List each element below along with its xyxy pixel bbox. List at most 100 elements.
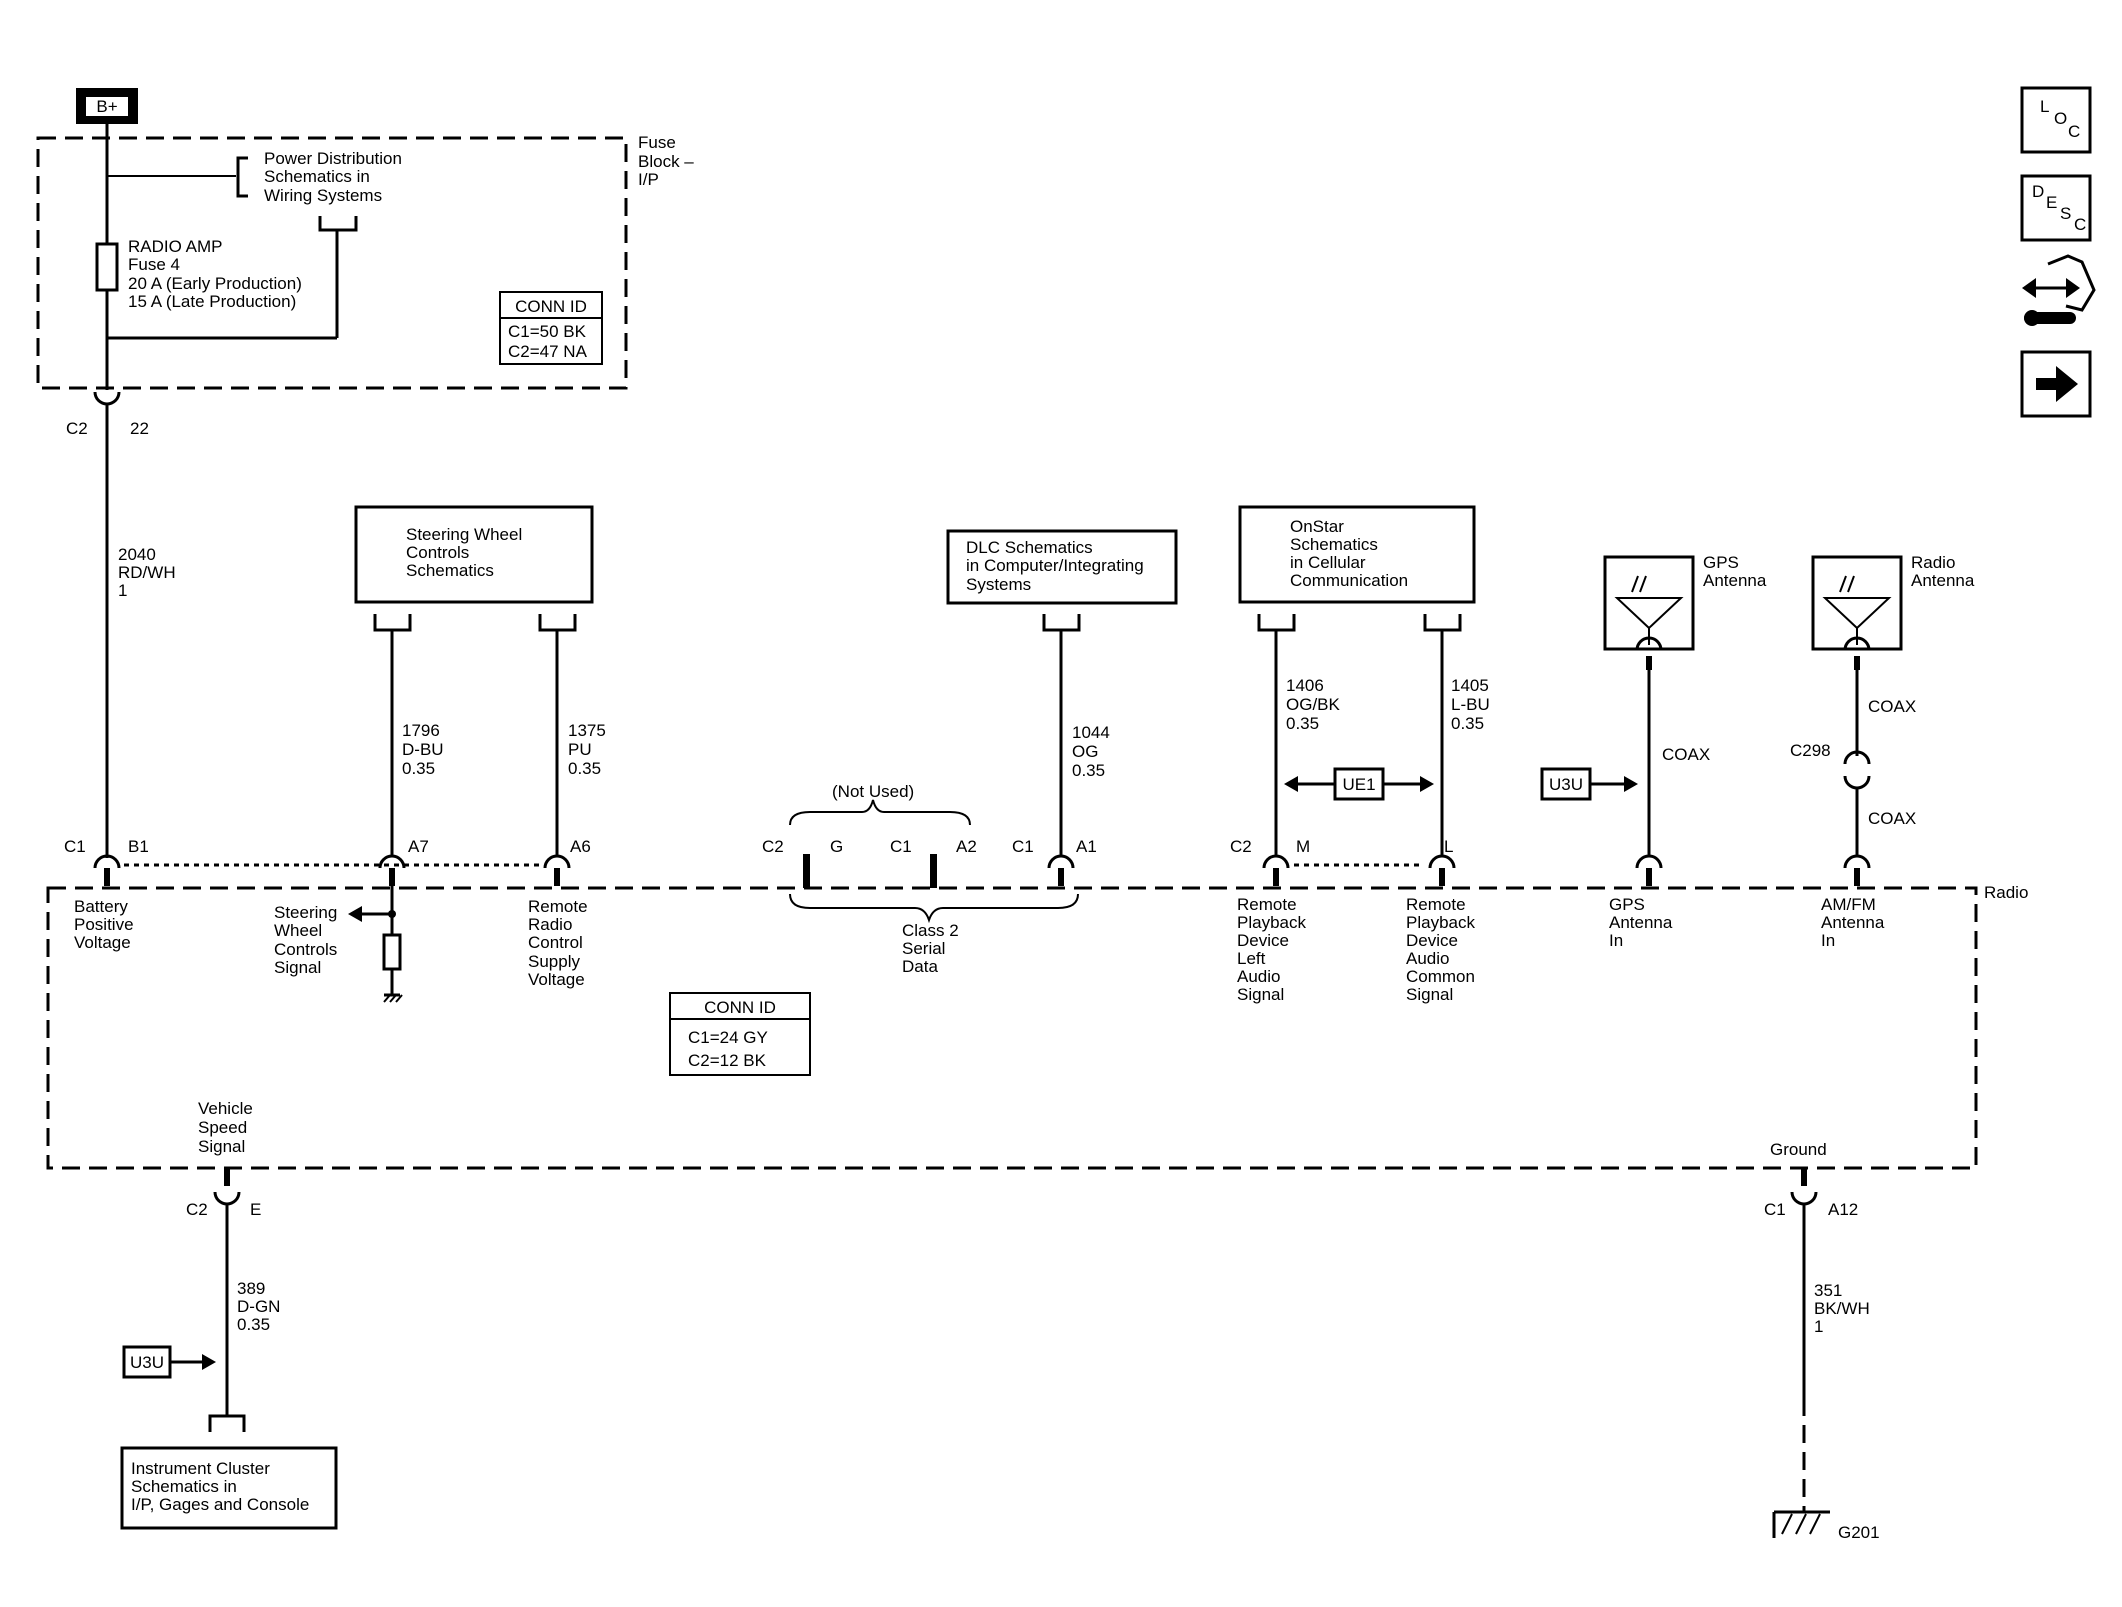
c298-label: C298 — [1790, 741, 1831, 760]
radio-module-label: Radio — [1984, 883, 2028, 902]
next-arrow-icon[interactable] — [2020, 350, 2092, 418]
svg-text:UE1: UE1 — [1342, 775, 1375, 794]
svg-text:C2: C2 — [762, 837, 784, 856]
svg-text:389: 389 — [237, 1279, 265, 1298]
svg-text:C1: C1 — [1012, 837, 1034, 856]
svg-text:E: E — [2046, 193, 2057, 212]
svg-text:O: O — [2054, 109, 2067, 128]
svg-text:C: C — [2068, 122, 2080, 141]
svg-text:Communication: Communication — [1290, 571, 1408, 590]
connector-tool-icon[interactable] — [2022, 254, 2096, 326]
svg-text:Controls: Controls — [406, 543, 469, 562]
ground-g201-symbol — [1772, 1510, 1830, 1538]
svg-text:Signal: Signal — [1237, 985, 1284, 1004]
svg-text:Antenna: Antenna — [1609, 913, 1673, 932]
svg-text:D-GN: D-GN — [237, 1297, 280, 1316]
svg-text:Positive: Positive — [74, 915, 134, 934]
class2-bracket — [789, 893, 1079, 924]
svg-text:C2=47 NA: C2=47 NA — [508, 342, 588, 361]
svg-text:E: E — [250, 1200, 261, 1219]
svg-text:GPS: GPS — [1609, 895, 1645, 914]
radio-conn-id — [669, 992, 811, 1076]
onstar-schematics-box[interactable] — [1238, 505, 1476, 604]
gps-antenna-label: GPS Antenna — [1703, 553, 1767, 590]
svg-text:Wheel: Wheel — [274, 921, 322, 940]
svg-text:in Cellular: in Cellular — [1290, 553, 1366, 572]
pin-a7-connector — [378, 854, 406, 886]
c1-a12-connector — [1790, 1191, 1818, 1206]
svg-text:Wiring Systems: Wiring Systems — [264, 186, 382, 205]
radio-antenna-label: Radio Antenna — [1911, 553, 1975, 590]
svg-text:D: D — [2032, 182, 2044, 201]
svg-text:1: 1 — [1814, 1317, 1823, 1336]
ground-pin-label: Ground — [1770, 1140, 1827, 1159]
fuse-block-conn-id — [499, 291, 603, 365]
svg-text:C2: C2 — [186, 1200, 208, 1219]
svg-text:Common: Common — [1406, 967, 1475, 986]
radio-amp-fuse-label: RADIO AMP Fuse 4 20 A (Early Production)… — [128, 237, 302, 311]
svg-text:Antenna: Antenna — [1911, 571, 1975, 590]
svg-text:Radio: Radio — [1911, 553, 1955, 572]
svg-text:Class 2: Class 2 — [902, 921, 959, 940]
svg-text:OnStar: OnStar — [1290, 517, 1344, 536]
wire-1375-label: 1375 PU 0.35 — [568, 721, 606, 778]
svg-text:Device: Device — [1237, 931, 1289, 950]
svg-text:C2: C2 — [1230, 837, 1252, 856]
svg-text:Fuse: Fuse — [638, 133, 676, 152]
pin-a1-connector — [1047, 854, 1075, 886]
g201-label: G201 — [1838, 1523, 1880, 1542]
wire-2040-label: 2040 RD/WH 1 — [118, 545, 176, 600]
svg-text:C1: C1 — [64, 837, 86, 856]
svg-text:GPS: GPS — [1703, 553, 1739, 572]
fuse-symbol — [95, 242, 119, 292]
dlc-schematics-box[interactable] — [946, 529, 1178, 605]
svg-text:Audio: Audio — [1237, 967, 1280, 986]
svg-text:DLC Schematics: DLC Schematics — [966, 538, 1093, 557]
svg-text:I/P, Gages and Console: I/P, Gages and Console — [131, 1495, 309, 1514]
gps-antenna-in-label: GPS Antenna In — [1609, 895, 1673, 950]
svg-text:RADIO AMP: RADIO AMP — [128, 237, 222, 256]
wire-1405-label: 1405 L-BU 0.35 — [1451, 676, 1490, 733]
svg-text:Device: Device — [1406, 931, 1458, 950]
svg-text:Serial: Serial — [902, 939, 945, 958]
instrument-cluster-box[interactable] — [120, 1446, 338, 1530]
svg-text:OG/BK: OG/BK — [1286, 695, 1341, 714]
svg-text:in Computer/Integrating: in Computer/Integrating — [966, 556, 1144, 575]
pin-22-label: 22 — [130, 419, 149, 438]
svg-text:1406: 1406 — [1286, 676, 1324, 695]
steering-wheel-controls-signal-label: Steering Wheel Controls Signal — [274, 903, 337, 977]
vehicle-speed-signal-label: Vehicle Speed Signal — [198, 1099, 253, 1156]
svg-text:C1: C1 — [1764, 1200, 1786, 1219]
svg-text:C1=50 BK: C1=50 BK — [508, 322, 587, 341]
svg-text:Controls: Controls — [274, 940, 337, 959]
svg-text:Remote: Remote — [1237, 895, 1297, 914]
radio-module-outline — [46, 886, 1978, 1170]
wire-1044-label: 1044 OG 0.35 — [1072, 723, 1110, 780]
svg-text:Antenna: Antenna — [1821, 913, 1885, 932]
svg-text:L: L — [2040, 97, 2049, 116]
svg-text:Fuse 4: Fuse 4 — [128, 255, 180, 274]
svg-text:A12: A12 — [1828, 1200, 1858, 1219]
svg-text:G: G — [830, 837, 843, 856]
svg-text:A2: A2 — [956, 837, 977, 856]
radio-coax-lower-label: COAX — [1868, 809, 1916, 828]
svg-text:L: L — [1444, 837, 1453, 856]
svg-text:U3U: U3U — [130, 1353, 164, 1372]
pin-c2-g-stub — [803, 854, 810, 888]
loc-icon[interactable]: L O C — [2020, 86, 2092, 154]
svg-text:M: M — [1296, 837, 1310, 856]
power-distribution-ref[interactable]: Power Distribution Schematics in Wiring … — [264, 149, 402, 205]
amfm-antenna-in-label: AM/FM Antenna In — [1821, 895, 1885, 950]
desc-icon[interactable]: D E S C — [2020, 174, 2092, 242]
svg-text:Voltage: Voltage — [528, 970, 585, 989]
u3u-option-badge — [1540, 767, 1592, 801]
svg-text:B1: B1 — [128, 837, 149, 856]
svg-text:RD/WH: RD/WH — [118, 563, 176, 582]
svg-text:Control: Control — [528, 933, 583, 952]
fuse-block-outline — [36, 136, 628, 390]
steering-wheel-controls-box[interactable] — [354, 505, 594, 604]
svg-text:Schematics: Schematics — [406, 561, 494, 580]
svg-text:Steering: Steering — [274, 903, 337, 922]
svg-text:0.35: 0.35 — [1072, 761, 1105, 780]
radio-coax-upper-label: COAX — [1868, 697, 1916, 716]
